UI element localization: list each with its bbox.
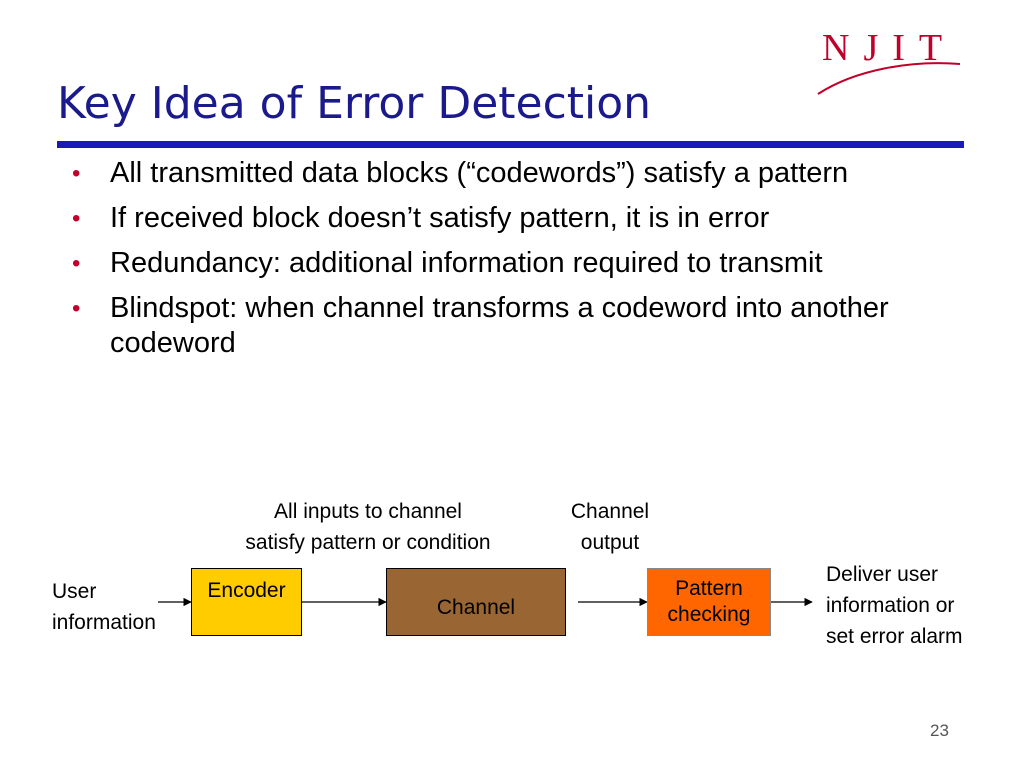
channel-input-note: All inputs to channel satisfy pattern or… xyxy=(245,500,491,554)
logo-swoosh xyxy=(817,62,961,95)
bullet-item: • Blindspot: when channel transforms a co… xyxy=(72,291,972,361)
output-label: Deliver user information or set error al… xyxy=(826,563,963,648)
error-detection-diagram: User information Encoder All inputs to c… xyxy=(0,480,1024,700)
user-information-label: User information xyxy=(52,580,156,634)
channel-block: Channel xyxy=(386,568,566,636)
page-number: 23 xyxy=(930,721,949,740)
bullet-dot-icon: • xyxy=(72,160,81,187)
slide-title: Key Idea of Error Detection xyxy=(57,78,652,129)
bullet-text: Redundancy: additional information requi… xyxy=(110,247,823,279)
bullet-text: If received block doesn’t satisfy patter… xyxy=(110,202,770,234)
diagram-arrows xyxy=(158,597,813,607)
njit-logo: NJIT xyxy=(817,27,961,95)
bullet-text: All transmitted data blocks (“codewords”… xyxy=(110,157,849,189)
bullet-item: • All transmitted data blocks (“codewords… xyxy=(72,156,972,191)
bullet-dot-icon: • xyxy=(72,295,81,322)
bullet-dot-icon: • xyxy=(72,205,81,232)
bullet-list: • All transmitted data blocks (“codewords… xyxy=(72,156,972,371)
encoder-block: Encoder xyxy=(191,568,302,636)
bullet-text: Blindspot: when channel transforms a cod… xyxy=(110,292,889,359)
bullet-item: • If received block doesn’t satisfy patte… xyxy=(72,201,972,236)
title-rule xyxy=(57,141,964,148)
channel-output-note: Channel output xyxy=(570,500,650,554)
bullet-item: • Redundancy: additional information requ… xyxy=(72,246,972,281)
pattern-checking-block: Pattern checking xyxy=(647,568,771,636)
logo-text: NJIT xyxy=(822,27,956,69)
bullet-dot-icon: • xyxy=(72,250,81,277)
